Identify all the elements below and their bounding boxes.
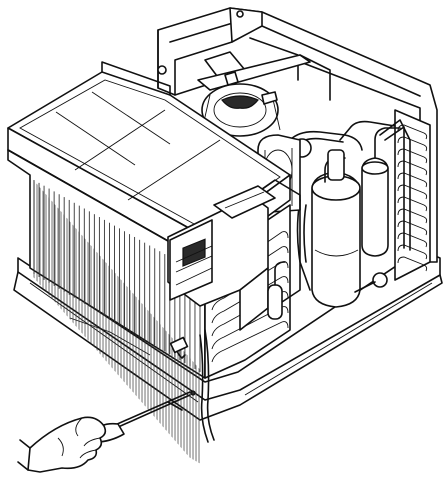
capacitor	[267, 261, 286, 320]
fan-shroud	[157, 7, 438, 263]
compressor	[311, 149, 361, 308]
condenser-loop	[397, 196, 428, 212]
condenser-loop	[397, 184, 428, 200]
condenser-loop	[397, 256, 428, 272]
condenser-loop	[397, 208, 428, 224]
hairpin-tube	[211, 321, 289, 363]
condenser-loop	[397, 160, 428, 176]
condenser-loop	[397, 220, 428, 236]
condenser-loop	[397, 172, 428, 188]
condenser-loop	[397, 136, 428, 152]
top-bracket	[197, 54, 331, 105]
condenser-loop	[397, 232, 428, 248]
hand	[17, 416, 107, 473]
condenser-tube-loops	[397, 124, 428, 272]
condenser-coil	[394, 109, 431, 281]
accumulator	[361, 127, 401, 257]
hairpin-tube	[211, 306, 289, 350]
power-cord	[169, 329, 215, 443]
control-box	[167, 179, 301, 331]
condenser-loop	[397, 148, 428, 164]
condenser-loop	[397, 244, 428, 260]
